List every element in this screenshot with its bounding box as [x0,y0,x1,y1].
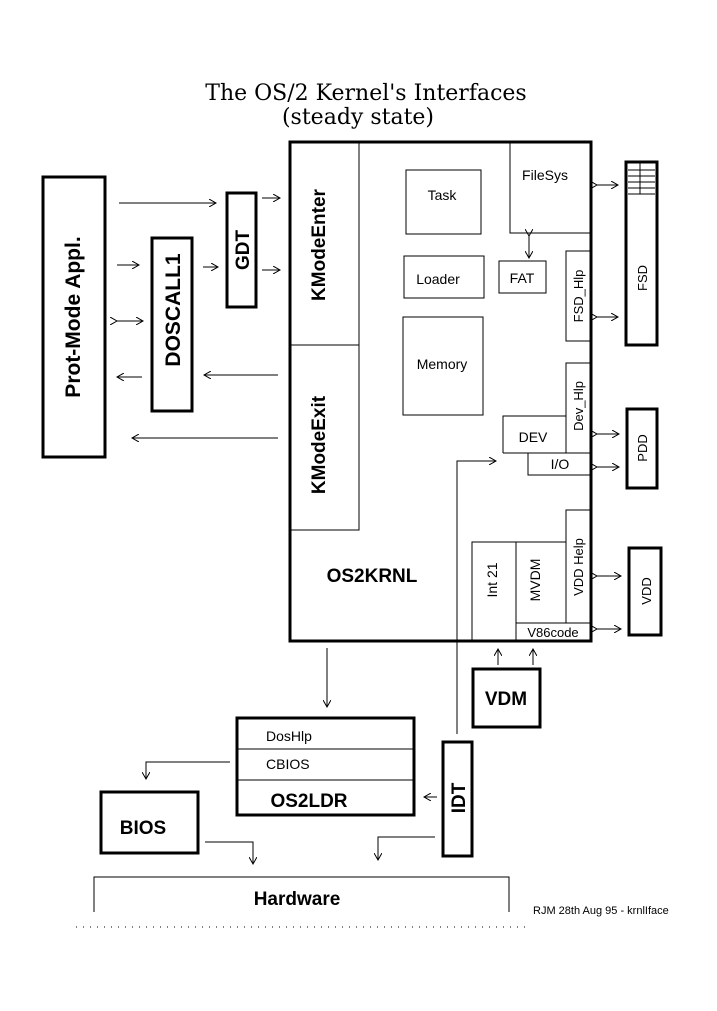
loader-label: Loader [416,271,460,287]
loader-box [403,255,485,299]
bios-box: BIOS [99,790,200,855]
os2ldr-box: DosHlp CBIOS OS2LDR [235,716,416,817]
cbios-to-bios-arrow [146,761,230,779]
fat-box [498,260,547,294]
right-arrows [597,185,621,629]
fsd-hlp-box [565,250,592,342]
doscall1-label: DOSCALL1 [162,253,185,366]
task-box [405,169,482,235]
memory-box [402,316,484,416]
fat-label: FAT [510,270,535,286]
idt-box: IDT [424,740,474,858]
gdt-box: GDT [225,191,258,309]
lower-arrows [146,761,435,864]
dev-label: DEV [519,429,548,445]
bios-label: BIOS [120,818,166,839]
kmode-exit-box [289,344,360,531]
hardware-label: Hardware [254,889,341,910]
vdd-help-label: VDD Help [571,538,586,596]
vdm-box: VDM [471,649,542,729]
title-line-1: The OS/2 Kernel's Interfaces [205,81,526,106]
hardware-box: Hardware [93,876,510,912]
prot-mode-appl-label: Prot-Mode Appl. [62,236,85,397]
idt-to-dev-arrow [456,461,496,734]
vdd-box: VDD [627,546,663,637]
left-arrows [117,198,280,438]
cbios-label: CBIOS [266,756,310,772]
os2ldr-label: OS2LDR [270,791,347,812]
doshlp-label: DosHlp [266,728,312,744]
mvdm-label: MVDM [527,559,543,602]
kmode-enter-label: KModeEnter [309,188,330,301]
memory-label: Memory [417,356,468,372]
prot-mode-appl-box: Prot-Mode Appl. [41,175,107,459]
int21-label: Int 21 [484,562,500,597]
dev-hlp-label: Dev_Hlp [571,381,586,431]
fsd-box: FSD [624,160,659,347]
idt-to-hardware-arrow [378,836,435,860]
filesys-box [509,141,592,234]
os2krnl-label: OS2KRNL [327,566,418,587]
footer-credit: RJM 28th Aug 95 - krnlIface [533,905,669,917]
pdd-box: PDD [625,407,659,490]
filesys-label: FileSys [522,167,568,183]
pdd-label: PDD [635,434,650,461]
gdt-label: GDT [233,230,254,271]
v86code-label: V86code [527,625,578,640]
task-label: Task [428,187,458,203]
os2krnl-box: KModeEnter KModeExit OS2KRNL Task Loader… [288,140,593,643]
idt-label: IDT [449,782,470,813]
fsd-hlp-label: FSD_Hlp [571,270,586,323]
kmode-exit-label: KModeExit [309,395,330,494]
title-line-2: (steady state) [282,105,434,130]
bios-to-hardware-arrow [205,841,253,864]
doscall1-box: DOSCALL1 [150,236,194,413]
vdd-label: VDD [639,577,654,604]
fsd-label: FSD [635,265,650,291]
io-label: I/O [551,456,570,472]
vdm-label: VDM [485,689,527,710]
